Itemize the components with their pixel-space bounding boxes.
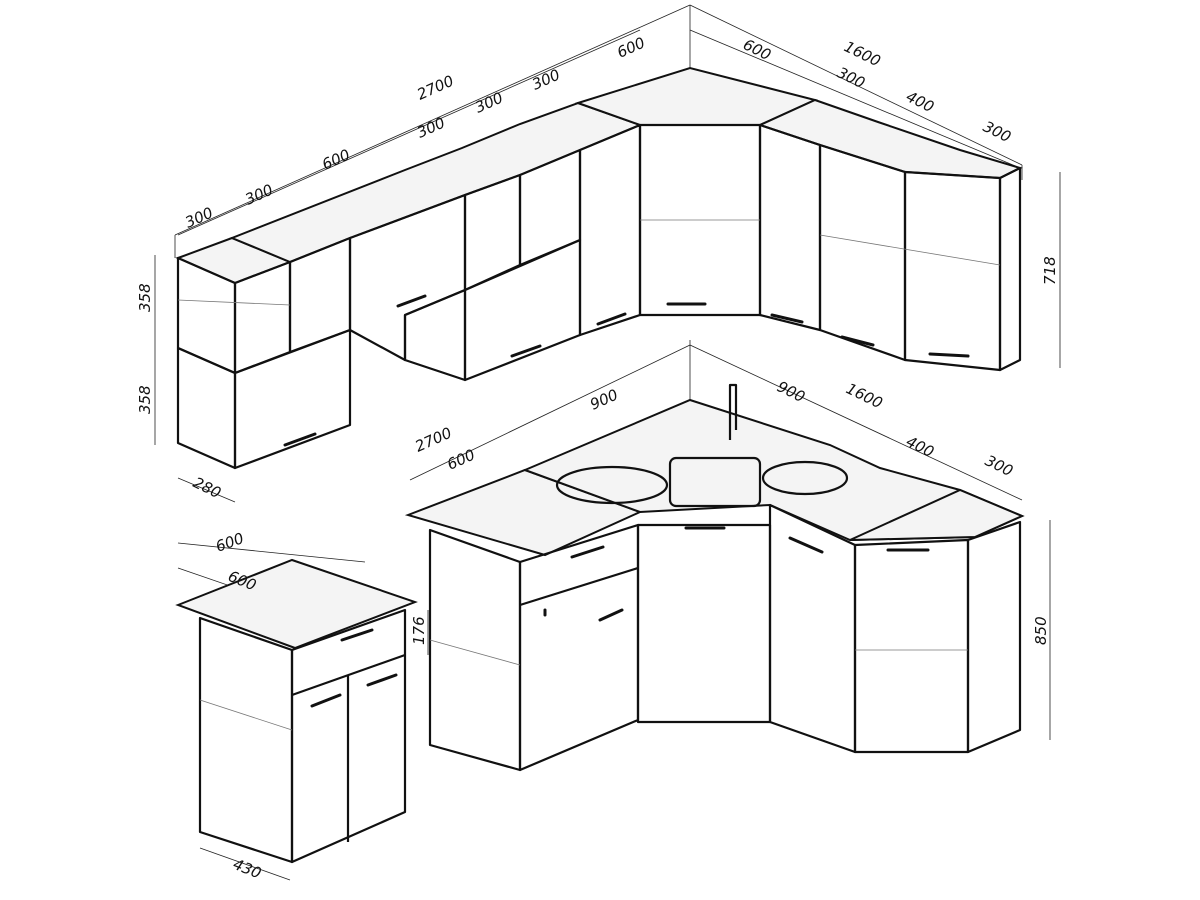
dim-upper-seg-5: 300	[472, 89, 505, 117]
dim-lower-right-seg-2: 300	[982, 451, 1016, 480]
dim-lower-height: 850	[1032, 616, 1050, 645]
dim-upper-total-left: 2700	[414, 72, 456, 104]
dim-upper-right-seg-3: 400	[903, 87, 937, 116]
dim-upper-seg-2: 300	[242, 181, 275, 209]
upper-cabinets	[175, 66, 1023, 470]
dim-upper-height-bottom: 358	[136, 385, 154, 414]
dim-upper-height-top: 358	[136, 283, 154, 312]
dim-upper-right-seg-4: 300	[980, 117, 1014, 146]
dim-lower-right-seg-1: 400	[903, 432, 937, 461]
dim-upper-depth: 280	[190, 473, 224, 502]
dim-upper-seg-1: 300	[182, 204, 215, 232]
separate-unit	[175, 558, 418, 864]
dim-lower-corner-right: 900	[774, 377, 808, 406]
dim-lower-total-right: 1600	[843, 379, 885, 412]
dim-unit-body-depth: 430	[231, 855, 264, 882]
dimension-lines	[154, 4, 1061, 881]
dim-upper-seg-6: 300	[529, 66, 562, 94]
dim-upper-height-right: 718	[1041, 256, 1059, 285]
dim-upper-seg-7: 600	[614, 34, 647, 62]
dim-unit-width: 600	[213, 529, 246, 556]
dim-lower-corner-left: 900	[587, 386, 620, 414]
lower-cabinets	[404, 383, 1025, 772]
dim-upper-right-seg-1: 600	[740, 35, 774, 64]
dim-lower-drawer-height: 176	[410, 616, 428, 645]
dim-upper-seg-3: 600	[319, 146, 352, 174]
dim-upper-right-seg-2: 300	[834, 63, 868, 92]
dim-lower-total-left: 2700	[412, 424, 454, 456]
